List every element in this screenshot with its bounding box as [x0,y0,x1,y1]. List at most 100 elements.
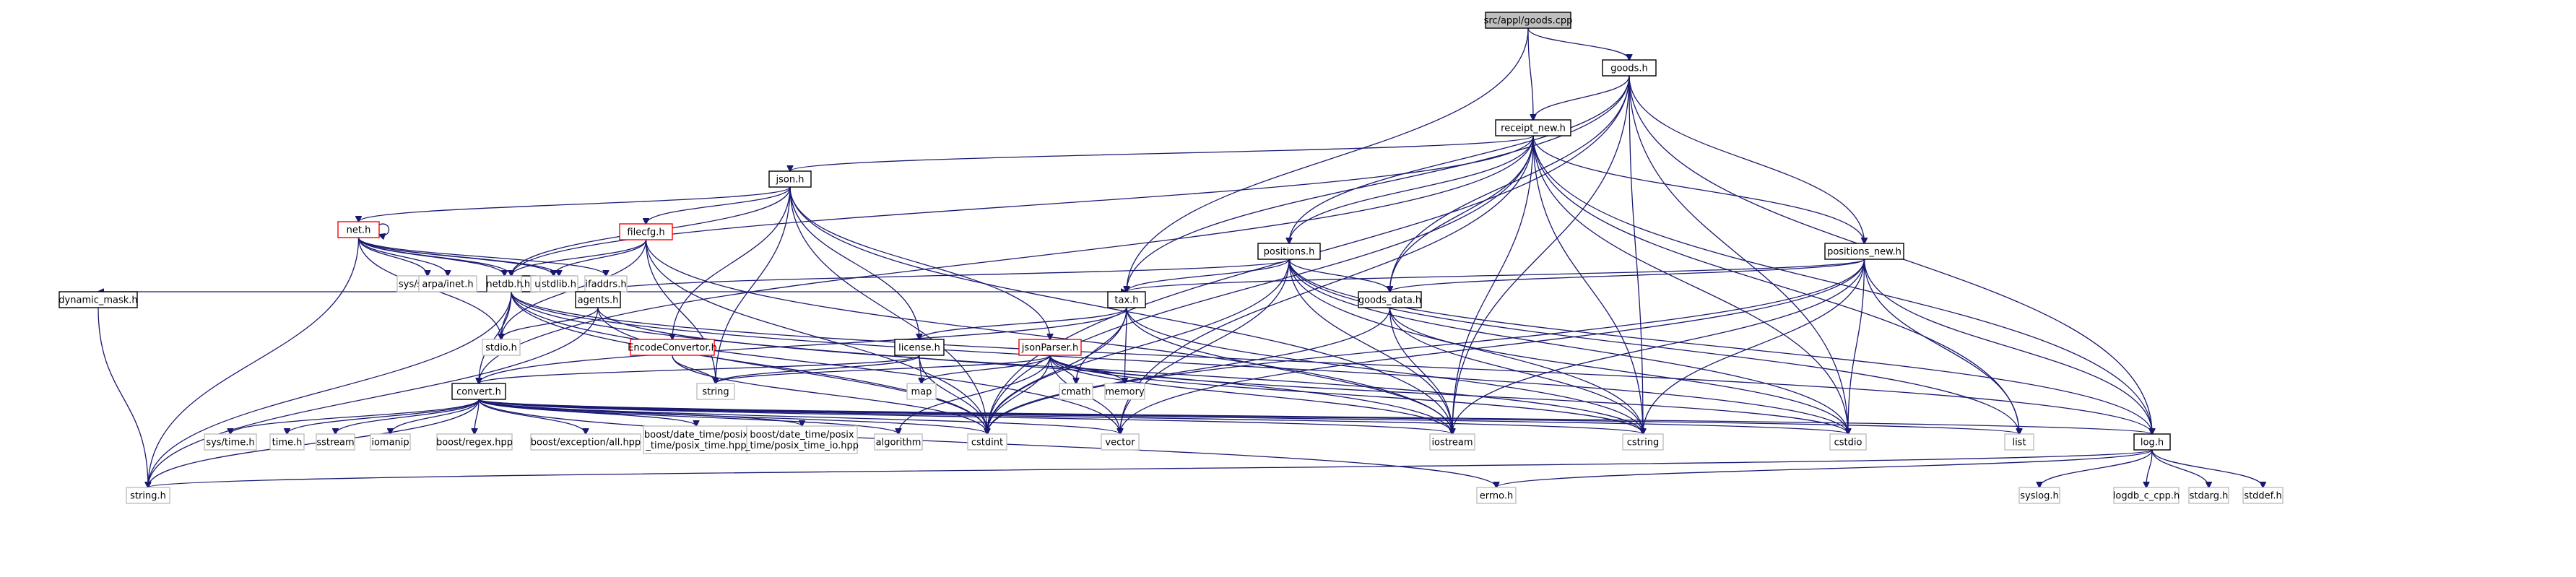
node-label: iomanip [371,438,409,448]
edge-convert_h-to-sstream [336,399,480,434]
edge-agents_h-to-stdio_h [501,307,599,339]
edge-net_h-to-stdlib_h [357,237,560,276]
node-algorithm: algorithm [874,433,923,451]
edge-log_h-to-stdarg_h [2151,449,2209,487]
node-label: tax.h [1114,295,1138,306]
edge-tax_h-to-cstring [1126,307,1643,434]
node-label: memory [1105,387,1145,398]
node-box [316,433,355,451]
edge-convert_h-to-time_h [287,399,480,434]
edge-goods_h-to-iostream [1452,75,1630,434]
node-box [487,275,522,292]
node-encodeconvertor-h[interactable]: EncodeConvertor.h [628,339,717,356]
node-label: _time/posix_time_io.hpp [745,441,859,451]
node-iomanip: iomanip [370,433,411,451]
node-positions-new-h[interactable]: positions_new.h [1824,243,1904,260]
node-dynamic-mask-h[interactable]: dynamic_mask.h [58,291,138,308]
node-box [1429,433,1475,451]
edges-layer [98,27,2263,487]
node-label: vector [1105,438,1135,448]
node-label: _time/posix_time.hpp [645,441,746,451]
node-box [768,170,812,188]
edge-convert_h-to-iostream [478,399,1452,434]
node-label: iostream [1431,438,1473,448]
node-label: filecfg.h [627,227,664,238]
node-boost-posix-time-io: boost/date_time/posix_time/posix_time_io… [745,425,859,454]
edge-goods_h-to-cstdio [1629,75,1848,434]
edge-tax_h-to-memory [1125,307,1127,383]
node-netdb-h: netdb.h [486,275,523,292]
edge-json_h-to-filecfg_h [646,186,791,224]
node-agents-h[interactable]: agents.h [575,291,621,308]
node-jsonparser-h[interactable]: jsonParser.h [1018,339,1082,356]
edge-config_h-to-string_h [148,291,512,487]
node-label: receipt_new.h [1501,123,1566,134]
edge-tax_h-to-license_h [919,307,1127,339]
edge-json_h-to-iostream [789,186,1452,434]
edge-log_h-to-errno_h [1496,449,2153,487]
node-label: positions_new.h [1827,247,1901,258]
node-label: jsonParser.h [1021,343,1078,354]
node-label: license.h [898,343,940,354]
edge-json_h-to-cstdint [789,186,987,434]
node-stdlib-h: stdlib.h [539,275,578,292]
node-cstring: cstring [1622,433,1664,451]
node-box [2242,487,2284,504]
node-box [696,383,735,400]
node-convert-h[interactable]: convert.h [451,383,506,400]
edge-positions_h-to-cstdio [1288,259,1848,434]
node-log-h[interactable]: log.h [2133,433,2171,451]
node-box [967,433,1007,451]
edge-license_h-to-string [716,355,920,383]
node-label: time.h [272,438,303,448]
edge-jsonparser_h-to-cstdio [1049,355,1848,434]
node-filecfg-h[interactable]: filecfg.h [619,223,673,240]
edge-filecfg_h-to-unistd_h [554,239,647,276]
node-positions-h[interactable]: positions.h [1257,243,1321,260]
edge-root-to-goods_h [1527,27,1629,60]
edge-convert_h-to-boost_regex [474,399,480,434]
node-net-h[interactable]: net.h [337,221,380,238]
node-box [58,291,138,308]
node-box [1358,291,1422,308]
node-label: stddef.h [2244,491,2281,502]
node-box [643,425,750,454]
node-label: convert.h [456,387,501,398]
edge-json_h-to-string [716,186,791,383]
node-json-h[interactable]: json.h [768,170,812,188]
edge-receipt_new_h-to-positions_new_h [1532,135,1865,243]
node-label: log.h [2141,438,2164,448]
node-license-h[interactable]: license.h [894,339,945,356]
node-root[interactable]: src/appl/goods.cpp [1484,12,1573,29]
node-box [906,383,937,400]
node-label: syslog.h [2020,491,2058,502]
node-label: net.h [347,225,371,236]
node-iostream: iostream [1429,433,1475,451]
node-box [1495,119,1571,136]
edge-config_h-to-vector [511,291,1120,434]
node-goods-data-h[interactable]: goods_data.h [1358,291,1422,308]
node-stdio-h: stdio.h [482,339,521,356]
edge-convert_h-to-vector [478,399,1120,434]
node-box [1104,383,1145,400]
edge-convert_h-to-sys_time_h [230,399,480,434]
node-label: boost/date_time/posix [750,430,854,441]
edge-receipt_new_h-to-vector [1120,135,1534,434]
edge-receipt_new_h-to-cstdint [987,135,1534,434]
node-receipt-new-h[interactable]: receipt_new.h [1495,119,1571,136]
node-arpa-inet-h: arpa/inet.h [418,275,477,292]
node-memory: memory [1104,383,1145,400]
node-label: list [2012,438,2026,448]
edge-goods_h-to-receipt_new_h [1533,75,1630,120]
node-cstdio: cstdio [1829,433,1867,451]
edge-positions_new_h-to-tax_h [1127,259,1865,292]
node-ifaddrs-h: ifaddrs.h [584,275,628,292]
edge-net_h-to-sys_socket_h [357,237,428,276]
node-goods-h[interactable]: goods.h [1602,59,1657,77]
node-box [746,425,858,454]
edge-agents_h-to-string_h [148,307,599,487]
node-tax-h[interactable]: tax.h [1107,291,1146,308]
node-label: cmath [1061,387,1090,398]
node-label: errno.h [1480,491,1514,502]
